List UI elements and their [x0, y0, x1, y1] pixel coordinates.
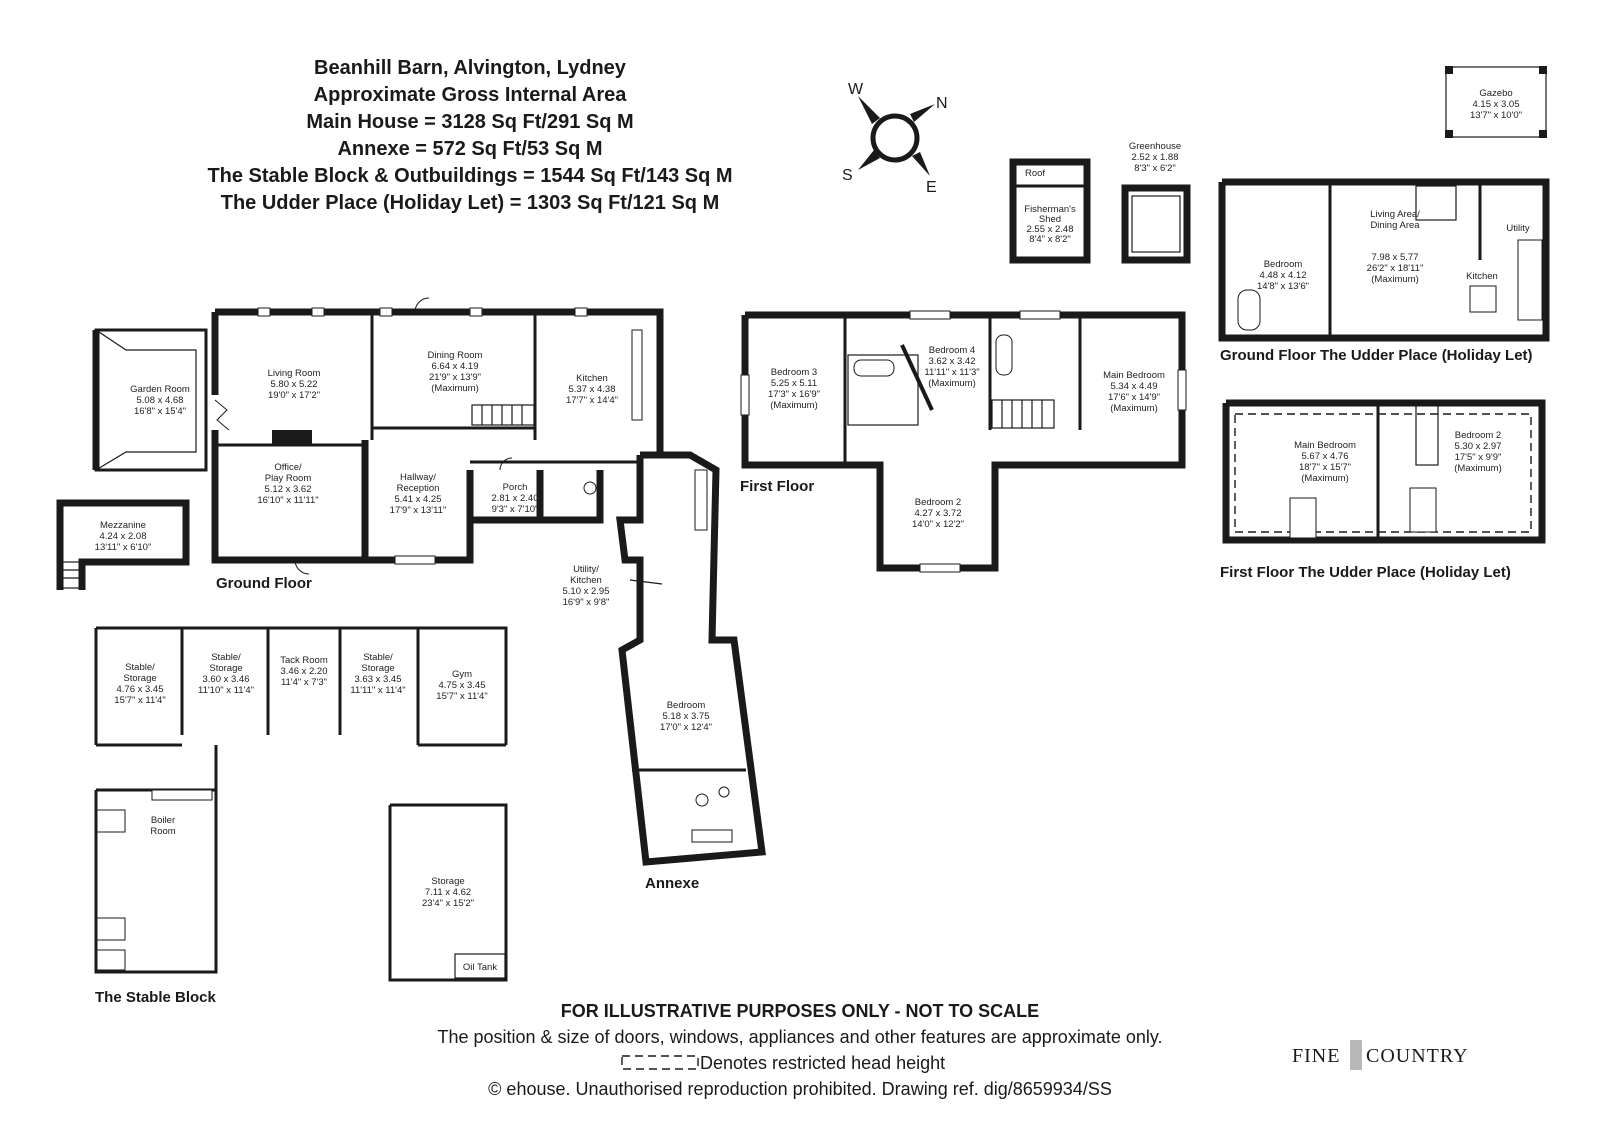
area-udder-place: The Udder Place (Holiday Let) = 1303 Sq …: [220, 192, 720, 214]
compass-n: N: [936, 95, 948, 112]
copyright-text: © ehouse. Unauthorised reproduction proh…: [488, 1079, 1112, 1099]
bath-icon: [853, 359, 895, 377]
staircase-icon: [991, 399, 1055, 429]
staircase-icon: [1415, 185, 1457, 221]
area-main-house: Main House = 3128 Sq Ft/291 Sq M: [306, 111, 634, 133]
toilet-icon: [583, 481, 597, 495]
udder-kitchen-label: Kitchen: [1466, 271, 1498, 282]
roof-label: Roof: [1025, 168, 1045, 179]
staircase-icon: [471, 404, 535, 426]
disclaimer-heading: FOR ILLUSTRATIVE PURPOSES ONLY - NOT TO …: [560, 1001, 1040, 1021]
plan-subtitle: Approximate Gross Internal Area: [313, 84, 627, 106]
restricted-height-legend-icon: [621, 1055, 699, 1070]
svg-text:Country: Country: [1366, 1045, 1469, 1067]
oil-tank-label: Oil Tank: [463, 962, 497, 973]
area-stable-block: The Stable Block & Outbuildings = 1544 S…: [207, 165, 733, 187]
bath-icon: [691, 829, 733, 843]
stable-block-label: The Stable Block: [95, 989, 217, 1006]
annexe-label: Annexe: [645, 875, 699, 892]
kitchen-units-icon: [1517, 239, 1543, 321]
kitchen-units-icon: [631, 329, 643, 421]
udder-first-label: First Floor The Udder Place (Holiday Let…: [1220, 564, 1511, 581]
compass-e: E: [926, 179, 937, 196]
first-floor-label: First Floor: [740, 478, 814, 495]
restricted-height-note: Denotes restricted head height: [700, 1053, 946, 1073]
svg-text:Fine: Fine: [1292, 1045, 1340, 1067]
compass-w: W: [848, 81, 864, 98]
area-annexe: Annexe = 572 Sq Ft/53 Sq M: [337, 138, 603, 160]
udder-utility-label: Utility: [1506, 223, 1529, 234]
udder-ground-label: Ground Floor The Udder Place (Holiday Le…: [1220, 347, 1533, 364]
toilet-icon: [695, 793, 709, 807]
bath-icon: [995, 334, 1013, 376]
plan-title: Beanhill Barn, Alvington, Lydney: [314, 57, 626, 79]
bath-icon: [1237, 289, 1261, 331]
disclaimer-text: The position & size of doors, windows, a…: [437, 1027, 1163, 1047]
staircase-icon: [1415, 404, 1439, 466]
fireplace-icon: [272, 430, 312, 446]
ground-floor-label: Ground Floor: [216, 575, 312, 592]
compass-s: S: [842, 167, 853, 184]
fine-country-logo: Fine Country: [1292, 1040, 1469, 1070]
compass-icon: W N S E: [842, 81, 948, 196]
